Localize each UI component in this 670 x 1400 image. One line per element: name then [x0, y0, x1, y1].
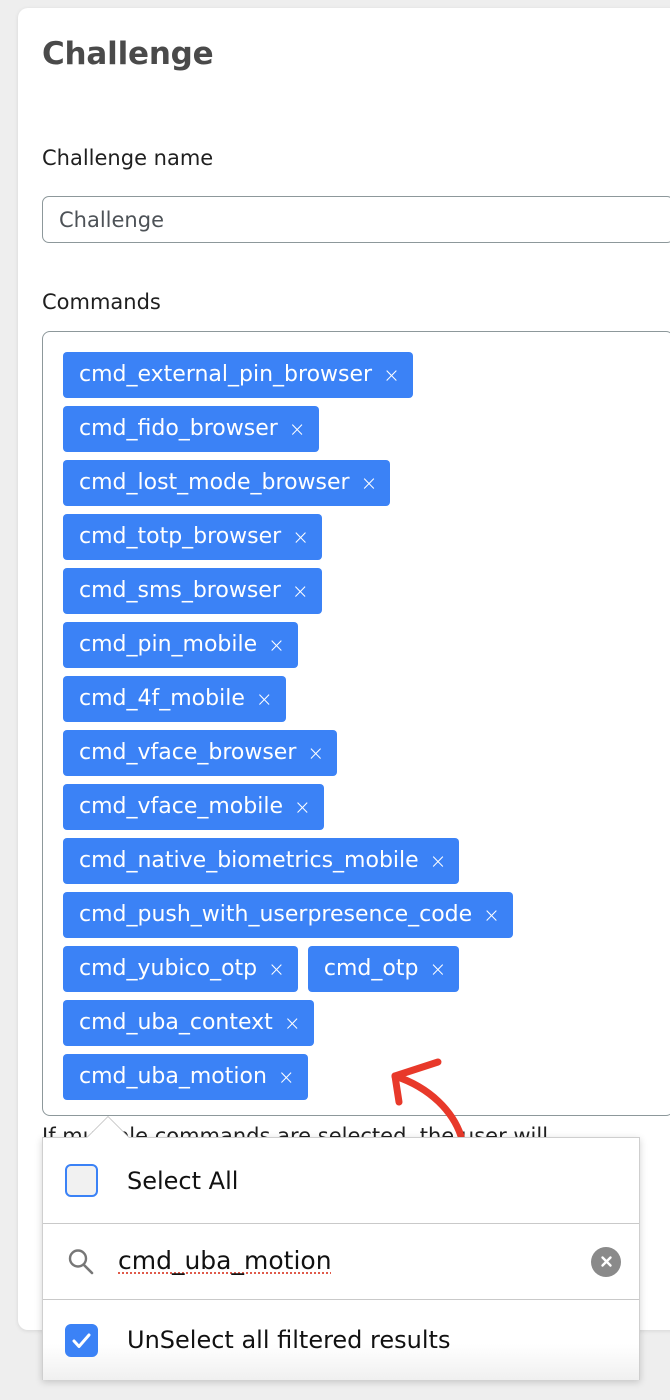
challenge-form-card: Challenge Challenge name Commands cmd_ex…: [18, 8, 670, 1330]
command-chip[interactable]: cmd_4f_mobile ×: [63, 676, 286, 722]
command-chip[interactable]: cmd_vface_mobile ×: [63, 784, 324, 830]
commands-multiselect-box[interactable]: cmd_external_pin_browser×cmd_fido_browse…: [42, 331, 670, 1116]
chip-row: cmd_vface_browser ×: [63, 730, 338, 776]
command-chip[interactable]: cmd_yubico_otp ×: [63, 946, 298, 992]
command-chip-list: cmd_external_pin_browser×cmd_fido_browse…: [63, 352, 659, 1108]
command-chip-label: cmd_native_biometrics_mobile: [79, 848, 419, 873]
command-chip[interactable]: cmd_lost_mode_browser ×: [63, 460, 391, 506]
chip-remove-icon[interactable]: ×: [283, 1011, 301, 1035]
chip-row: cmd_native_biometrics_mobile ×: [63, 838, 460, 884]
command-chip[interactable]: cmd_external_pin_browser ×: [63, 352, 413, 398]
command-chip[interactable]: cmd_vface_browser ×: [63, 730, 338, 776]
challenge-name-label: Challenge name: [42, 146, 214, 170]
command-chip[interactable]: cmd_totp_browser ×: [63, 514, 322, 560]
command-chip-label: cmd_yubico_otp: [79, 956, 258, 981]
chip-row: cmd_uba_context ×: [63, 1000, 314, 1046]
clear-search-icon[interactable]: [591, 1246, 621, 1277]
command-chip-label: cmd_otp: [323, 956, 419, 981]
chip-remove-icon[interactable]: ×: [255, 687, 273, 711]
search-input[interactable]: cmd_uba_motion: [118, 1245, 332, 1275]
command-chip-label: cmd_vface_mobile: [79, 794, 283, 819]
chip-remove-icon[interactable]: ×: [360, 471, 378, 495]
chip-row: cmd_push_with_userpresence_code ×: [63, 892, 513, 938]
chip-remove-icon[interactable]: ×: [268, 957, 285, 981]
chip-remove-icon[interactable]: ×: [483, 903, 500, 927]
chip-remove-icon[interactable]: ×: [383, 363, 400, 387]
chip-row: cmd_sms_browser ×: [63, 568, 322, 614]
chip-remove-icon[interactable]: ×: [288, 417, 306, 441]
command-chip[interactable]: cmd_native_biometrics_mobile ×: [63, 838, 460, 884]
command-chip-label: cmd_pin_mobile: [79, 632, 258, 657]
chip-remove-icon[interactable]: ×: [307, 741, 325, 765]
chip-row: cmd_fido_browser ×: [63, 406, 319, 452]
command-chip[interactable]: cmd_fido_browser ×: [63, 406, 319, 452]
command-chip-label: cmd_4f_mobile: [79, 686, 245, 711]
command-chip-label: cmd_fido_browser: [79, 416, 278, 441]
command-chip[interactable]: cmd_push_with_userpresence_code ×: [63, 892, 513, 938]
command-chip[interactable]: cmd_pin_mobile ×: [63, 622, 298, 668]
chip-row: cmd_lost_mode_browser ×: [63, 460, 391, 506]
chip-row: cmd_external_pin_browser ×: [63, 352, 413, 398]
command-chip-label: cmd_lost_mode_browser: [79, 470, 350, 495]
chip-remove-icon[interactable]: ×: [292, 525, 309, 549]
command-chip-label: cmd_push_with_userpresence_code: [79, 902, 473, 927]
dropdown-caret-icon: [87, 1117, 129, 1138]
command-chip-label: cmd_uba_context: [79, 1010, 273, 1035]
chip-row: cmd_uba_motion ×: [63, 1054, 308, 1100]
select-all-checkbox[interactable]: [65, 1164, 98, 1197]
command-chip[interactable]: cmd_sms_browser ×: [63, 568, 322, 614]
chip-row: cmd_pin_mobile ×: [63, 622, 298, 668]
dropdown-unselect-all-row[interactable]: UnSelect all filtered results: [43, 1300, 639, 1380]
page-title: Challenge: [42, 36, 214, 72]
chip-row: cmd_vface_mobile ×: [63, 784, 324, 830]
search-icon: [65, 1246, 96, 1277]
command-chip[interactable]: cmd_uba_context ×: [63, 1000, 314, 1046]
chip-remove-icon[interactable]: ×: [291, 579, 309, 603]
command-filter-dropdown: Select All cmd_uba_motion: [42, 1117, 640, 1380]
command-chip-label: cmd_sms_browser: [79, 578, 281, 603]
chip-remove-icon[interactable]: ×: [293, 795, 311, 819]
challenge-name-input[interactable]: [42, 196, 670, 243]
command-chip-label: cmd_totp_browser: [79, 524, 282, 549]
command-chip-label: cmd_external_pin_browser: [79, 362, 373, 387]
chip-remove-icon[interactable]: ×: [429, 849, 447, 873]
chip-remove-icon[interactable]: ×: [277, 1065, 295, 1089]
command-chip[interactable]: cmd_otp ×: [307, 946, 460, 992]
chip-row: cmd_4f_mobile ×: [63, 676, 286, 722]
dropdown-search-row[interactable]: cmd_uba_motion: [43, 1224, 639, 1300]
command-chip[interactable]: cmd_uba_motion ×: [63, 1054, 308, 1100]
command-chip-label: cmd_vface_browser: [79, 740, 297, 765]
chip-remove-icon[interactable]: ×: [268, 633, 285, 657]
chip-row: cmd_yubico_otp × cmd_otp ×: [63, 946, 460, 992]
unselect-all-checkbox[interactable]: [65, 1323, 98, 1357]
chip-row: cmd_totp_browser ×: [63, 514, 322, 560]
chip-remove-icon[interactable]: ×: [429, 957, 447, 981]
select-all-label: Select All: [127, 1166, 239, 1195]
commands-label: Commands: [42, 290, 161, 314]
unselect-all-label: UnSelect all filtered results: [127, 1326, 451, 1354]
command-chip-label: cmd_uba_motion: [79, 1064, 267, 1089]
dropdown-select-all-row[interactable]: Select All: [43, 1138, 639, 1224]
